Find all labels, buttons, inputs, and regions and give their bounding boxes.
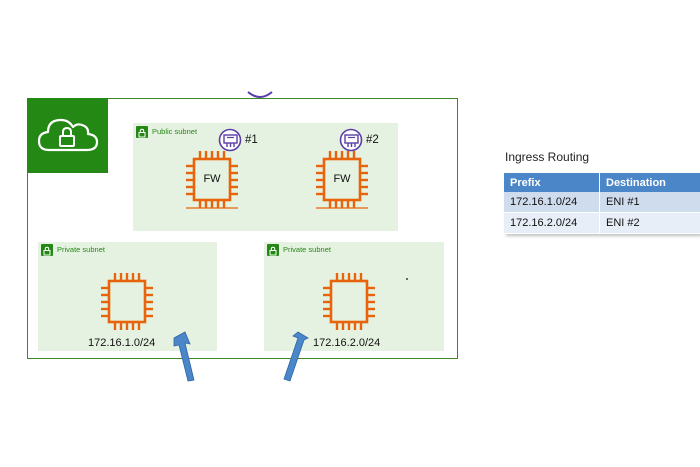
instance-chip-icon: [323, 273, 375, 330]
vpc-boundary: [27, 98, 458, 359]
private-subnet: [38, 242, 217, 351]
cloud-lock-icon: [37, 118, 99, 152]
ingress-arrow: [283, 331, 309, 382]
vpc-badge: [27, 98, 108, 173]
column-header-prefix: Prefix: [504, 173, 600, 192]
private-subnet: [264, 242, 444, 351]
firewall-chip-icon: [186, 151, 238, 209]
private-subnet-lock-icon: [41, 244, 53, 256]
private-subnet-1-cidr: 172.16.1.0/24: [88, 337, 156, 349]
table-cell-prefix: 172.16.1.0/24: [504, 192, 600, 213]
table-row: 172.16.2.0/24 ENI #2: [504, 212, 700, 234]
table-cell-destination: ENI #1: [599, 192, 700, 213]
ingress-arrow: [173, 331, 195, 382]
table-cell-prefix: 172.16.2.0/24: [504, 212, 600, 234]
table-header-row: Prefix Destination: [504, 173, 700, 192]
cropped-arc: [247, 91, 273, 98]
public-subnet-lock-icon: [136, 126, 148, 138]
private-subnet-label: Private subnet: [57, 245, 105, 254]
instance-chip-icon: [101, 273, 153, 330]
stray-dot: [406, 278, 408, 280]
table-cell-destination: ENI #2: [599, 212, 700, 234]
ingress-routing-title: Ingress Routing: [505, 150, 590, 164]
eni-icon: [339, 128, 363, 152]
eni-2-label: #2: [366, 134, 379, 146]
firewall-2-label: FW: [333, 173, 351, 185]
eni-1-label: #1: [245, 134, 258, 146]
private-subnet-label: Private subnet: [283, 245, 331, 254]
public-subnet-label: Public subnet: [152, 127, 198, 136]
firewall-1-label: FW: [203, 173, 221, 185]
ingress-routing-table: Prefix Destination 172.16.1.0/24 ENI #1 …: [504, 173, 700, 234]
private-subnet-2-cidr: 172.16.2.0/24: [313, 337, 381, 349]
private-subnet-lock-icon: [267, 244, 279, 256]
eni-icon: [218, 128, 242, 152]
column-header-destination: Destination: [599, 173, 700, 192]
firewall-chip-icon: [316, 151, 368, 209]
table-row: 172.16.1.0/24 ENI #1: [504, 192, 700, 213]
